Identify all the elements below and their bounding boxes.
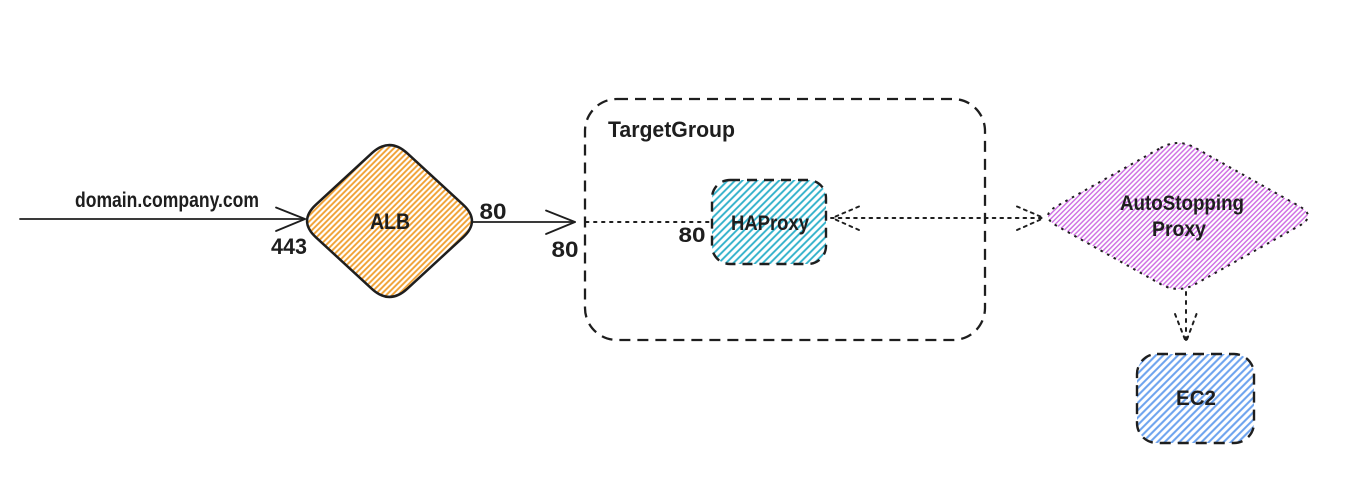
svg-text:80: 80 — [679, 224, 706, 247]
svg-text:ALB: ALB — [370, 209, 410, 234]
svg-text:HAProxy: HAProxy — [731, 212, 809, 235]
svg-text:443: 443 — [271, 234, 307, 259]
svg-text:domain.company.com: domain.company.com — [75, 189, 259, 212]
svg-text:Proxy: Proxy — [1152, 218, 1206, 241]
svg-text:AutoStopping: AutoStopping — [1120, 192, 1244, 215]
svg-text:80: 80 — [480, 199, 507, 224]
svg-text:EC2: EC2 — [1176, 387, 1216, 410]
svg-text:80: 80 — [552, 237, 579, 262]
svg-text:TargetGroup: TargetGroup — [608, 117, 735, 142]
